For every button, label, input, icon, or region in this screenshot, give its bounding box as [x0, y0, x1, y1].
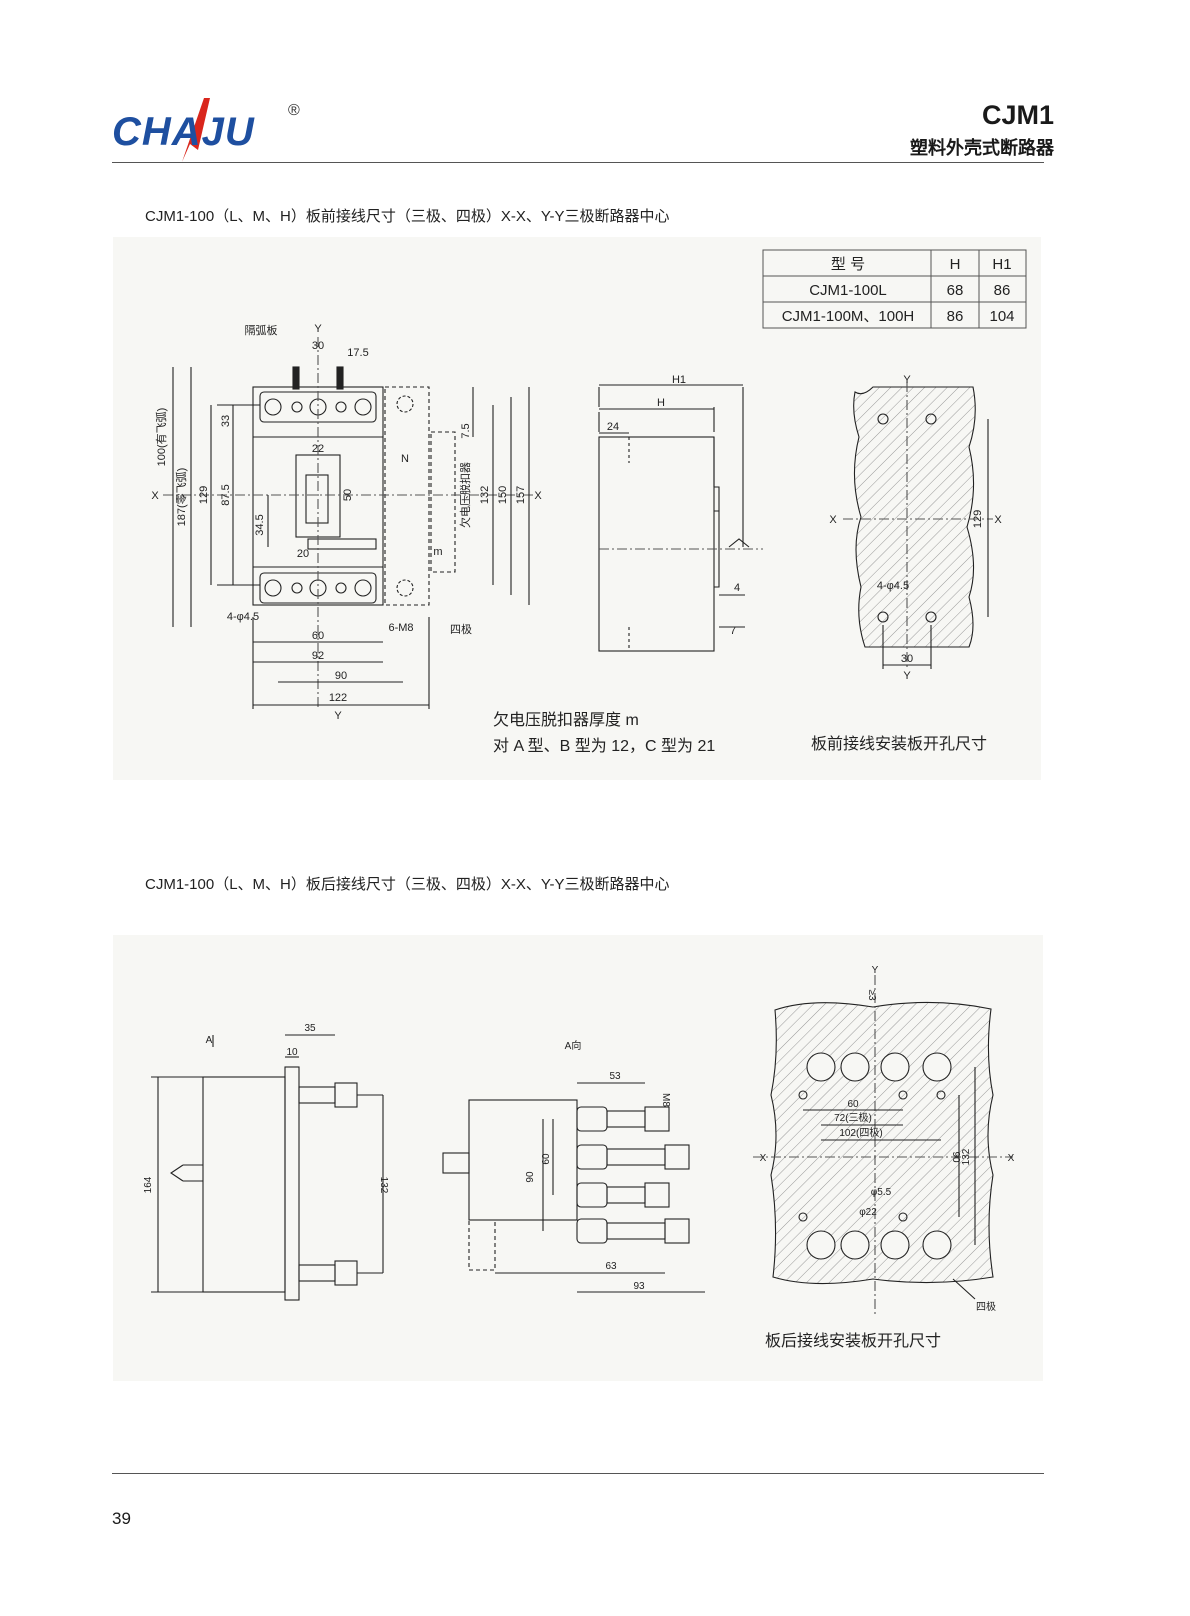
label-x-left: X	[151, 490, 159, 502]
dim-33: 33	[220, 415, 232, 427]
front-wiring-svg: 型 号 H H1 CJM1-100L 68 86 CJM1-100M、100H …	[151, 249, 1027, 755]
panel-caption-front: 板前接线安装板开孔尺寸	[811, 735, 987, 753]
label-m8-rear: M8	[660, 1093, 671, 1107]
label-a-arrow: A	[206, 1035, 213, 1046]
dim-24: 24	[607, 421, 619, 433]
label-y-bottom: Y	[334, 710, 342, 722]
panel-caption-rear: 板后接线安装板开孔尺寸	[765, 1332, 941, 1350]
table-header-model: 型 号	[831, 256, 865, 273]
panel-dim-30: 30	[901, 653, 913, 665]
dim-7: 7	[730, 625, 736, 637]
dim-h: H	[657, 397, 665, 409]
table-cell: 104	[989, 308, 1014, 325]
table-cell: CJM1-100M、100H	[782, 308, 915, 325]
table-cell: CJM1-100L	[809, 282, 887, 299]
panel-label-y-top: Y	[903, 374, 911, 386]
dim-132-side: 132	[378, 1177, 389, 1194]
dim-60-a-view: 60	[541, 1153, 552, 1165]
dim-10: 10	[286, 1047, 298, 1058]
rear-panel-x-left: X	[760, 1153, 767, 1164]
dim-90-panel: 90	[950, 1151, 961, 1163]
dim-7-5: 7.5	[460, 423, 472, 438]
panel-label-holes: 4-φ4.5	[877, 580, 909, 592]
table-cell: 86	[994, 282, 1011, 299]
section1-caption: CJM1-100（L、M、H）板前接线尺寸（三极、四极）X-X、Y-Y三极断路器…	[145, 208, 670, 225]
rear-wiring-drawing: A 35 10 A向 53 63 93 Y X X 60 72(三极) 102(…	[113, 935, 1043, 1381]
panel-label-x-left: X	[829, 514, 837, 526]
panel-label-x-right: X	[994, 514, 1002, 526]
label-holes: 4-φ4.5	[227, 611, 259, 623]
dim-132-panel: 132	[961, 1148, 972, 1165]
dim-20: 20	[297, 548, 309, 560]
logo-text: CHAJU	[112, 110, 255, 154]
label-x-right: X	[534, 490, 542, 502]
registered-mark: ®	[288, 102, 300, 119]
rear-wiring-svg: A 35 10 A向 53 63 93 Y X X 60 72(三极) 102(…	[143, 965, 1015, 1350]
dim-53: 53	[609, 1071, 621, 1082]
rear-panel-four-pole: 四极	[976, 1300, 996, 1313]
page-number: 39	[112, 1509, 131, 1528]
dim-150: 150	[497, 486, 509, 504]
table-cell: 68	[947, 282, 964, 299]
dim-22: 22	[312, 443, 324, 455]
dim-92: 92	[312, 650, 324, 662]
dim-90-a-view: 90	[525, 1171, 536, 1183]
dim-50: 50	[342, 489, 354, 501]
dim-122: 122	[329, 692, 347, 704]
product-name: 塑料外壳式断路器	[910, 138, 1054, 158]
logo-a-mark-icon	[182, 98, 210, 162]
label-four-pole: 四极	[450, 622, 472, 636]
dim-102-four-pole: 102(四极)	[839, 1126, 882, 1139]
front-wiring-drawing: 型 号 H H1 CJM1-100L 68 86 CJM1-100M、100H …	[113, 237, 1041, 780]
model-title: CJM1	[981, 100, 1054, 130]
dim-60-holes: 60	[847, 1099, 859, 1110]
panel-dim-129: 129	[972, 510, 984, 528]
rear-panel-x-right: X	[1008, 1153, 1015, 1164]
header-divider	[112, 162, 1044, 163]
dim-17-5: 17.5	[347, 347, 368, 359]
dim-35: 35	[304, 1023, 316, 1034]
dim-60: 60	[312, 630, 324, 642]
label-uv-release: 欠电压脱扣器	[458, 462, 472, 528]
section2-caption: CJM1-100（L、M、H）板后接线尺寸（三极、四极）X-X、Y-Y三极断路器…	[145, 876, 670, 893]
dim-129: 129	[198, 486, 210, 504]
dim-132: 132	[479, 486, 491, 504]
label-a-view: A向	[565, 1039, 582, 1052]
rear-panel-y: Y	[872, 965, 879, 976]
dim-72-three-pole: 72(三极)	[834, 1111, 872, 1124]
dim-4: 4	[734, 582, 740, 594]
note-thickness-values: 对 A 型、B 型为 12，C 型为 21	[493, 737, 715, 755]
dim-100: 100(有飞弧)	[154, 408, 168, 467]
label-y-top: Y	[314, 323, 322, 335]
table-cell: 86	[947, 308, 964, 325]
dim-34-5: 34.5	[254, 514, 266, 535]
dim-30: 30	[312, 340, 324, 352]
dim-phi22: φ22	[859, 1207, 877, 1218]
dim-90: 90	[335, 670, 347, 682]
label-m: m	[433, 546, 442, 558]
brand-logo: CHAJU ®	[112, 98, 312, 168]
dim-157: 157	[515, 486, 527, 504]
label-arc-barrier: 隔弧板	[245, 323, 278, 337]
label-6-m8: 6-M8	[388, 622, 413, 634]
dim-93: 93	[633, 1281, 645, 1292]
dim-63: 63	[605, 1261, 617, 1272]
footer-divider	[112, 1473, 1044, 1474]
dim-187: 187(零飞弧)	[174, 468, 188, 527]
label-n: N	[401, 453, 409, 465]
panel-label-y-bottom: Y	[903, 670, 911, 682]
dim-h1: H1	[672, 374, 686, 386]
dim-phi5-5: φ5.5	[871, 1187, 892, 1198]
dim-164: 164	[143, 1176, 154, 1193]
table-header-h: H	[950, 256, 961, 273]
dim-87-5: 87.5	[220, 484, 232, 505]
table-header-h1: H1	[992, 256, 1011, 273]
dim-ge3: ≥3	[866, 989, 877, 1000]
note-thickness: 欠电压脱扣器厚度 m	[493, 711, 639, 729]
